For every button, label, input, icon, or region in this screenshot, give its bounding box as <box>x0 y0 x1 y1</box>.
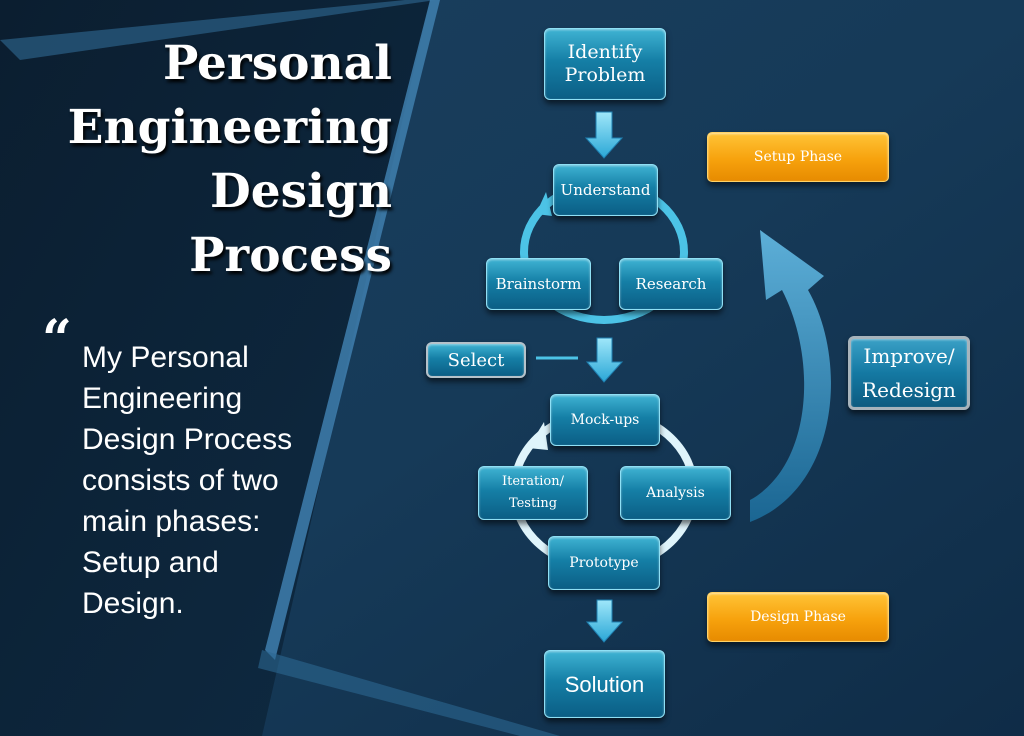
diagonal-band <box>265 0 440 660</box>
research-node: Research <box>619 258 723 310</box>
node-label: Prototype <box>569 555 639 571</box>
down-arrow-1 <box>584 111 624 159</box>
node-label: Improve/ <box>863 344 955 368</box>
page-title: Personal Engineering Design Process <box>20 32 392 288</box>
solution-node: Solution <box>544 650 665 718</box>
understand-node: Understand <box>553 164 658 216</box>
description-line: My Personal <box>82 341 249 374</box>
setup-phase-label: Setup Phase <box>707 132 889 182</box>
down-arrow-3 <box>585 599 624 643</box>
node-label: Identify <box>567 41 643 63</box>
title-line: Engineering <box>67 100 392 155</box>
improve-redesign-node: Improve/ Redesign <box>848 336 970 410</box>
node-label: Brainstorm <box>495 275 582 293</box>
node-label: Redesign <box>862 378 956 402</box>
node-label: Testing <box>508 496 558 511</box>
mockups-node: Mock-ups <box>550 394 660 446</box>
analysis-node: Analysis <box>620 466 731 520</box>
node-label: Research <box>635 275 707 293</box>
identify-problem-node: Identify Problem <box>544 28 666 100</box>
node-label: Mock-ups <box>570 412 640 428</box>
description-line: Engineering <box>82 382 243 415</box>
diagonal-band-bottom <box>258 650 560 736</box>
redesign-loop-arrow <box>750 230 831 522</box>
prototype-node: Prototype <box>548 536 660 590</box>
quote-mark-icon: “ <box>42 309 72 370</box>
description-line: consists of two <box>82 464 279 497</box>
phase-label: Setup Phase <box>753 149 843 165</box>
phase-label: Design Phase <box>750 609 846 625</box>
design-cycle-arrowhead <box>528 422 548 450</box>
node-label: Analysis <box>646 485 705 501</box>
diagonal-band-top <box>0 0 436 60</box>
description-line: Design. <box>82 587 184 620</box>
setup-cycle-arrowhead <box>536 192 552 216</box>
title-line: Process <box>189 228 392 283</box>
description-line: main phases: <box>82 505 261 538</box>
left-panel <box>0 0 430 736</box>
design-phase-label: Design Phase <box>707 592 889 642</box>
node-label: Select <box>447 349 505 371</box>
down-arrow-2 <box>585 337 624 383</box>
description-line: Setup and <box>82 546 219 579</box>
title-line: Personal <box>162 36 392 91</box>
node-label: Solution <box>564 671 645 697</box>
description-line: Design Process <box>82 423 293 456</box>
node-label: Iteration/ <box>502 474 564 489</box>
iteration-testing-node: Iteration/ Testing <box>478 466 588 520</box>
node-label: Problem <box>564 64 646 86</box>
brainstorm-node: Brainstorm <box>486 258 591 310</box>
description-text: My Personal Engineering Design Process c… <box>82 337 382 624</box>
title-line: Design <box>209 164 392 219</box>
node-label: Understand <box>560 181 651 199</box>
select-node: Select <box>426 342 526 378</box>
